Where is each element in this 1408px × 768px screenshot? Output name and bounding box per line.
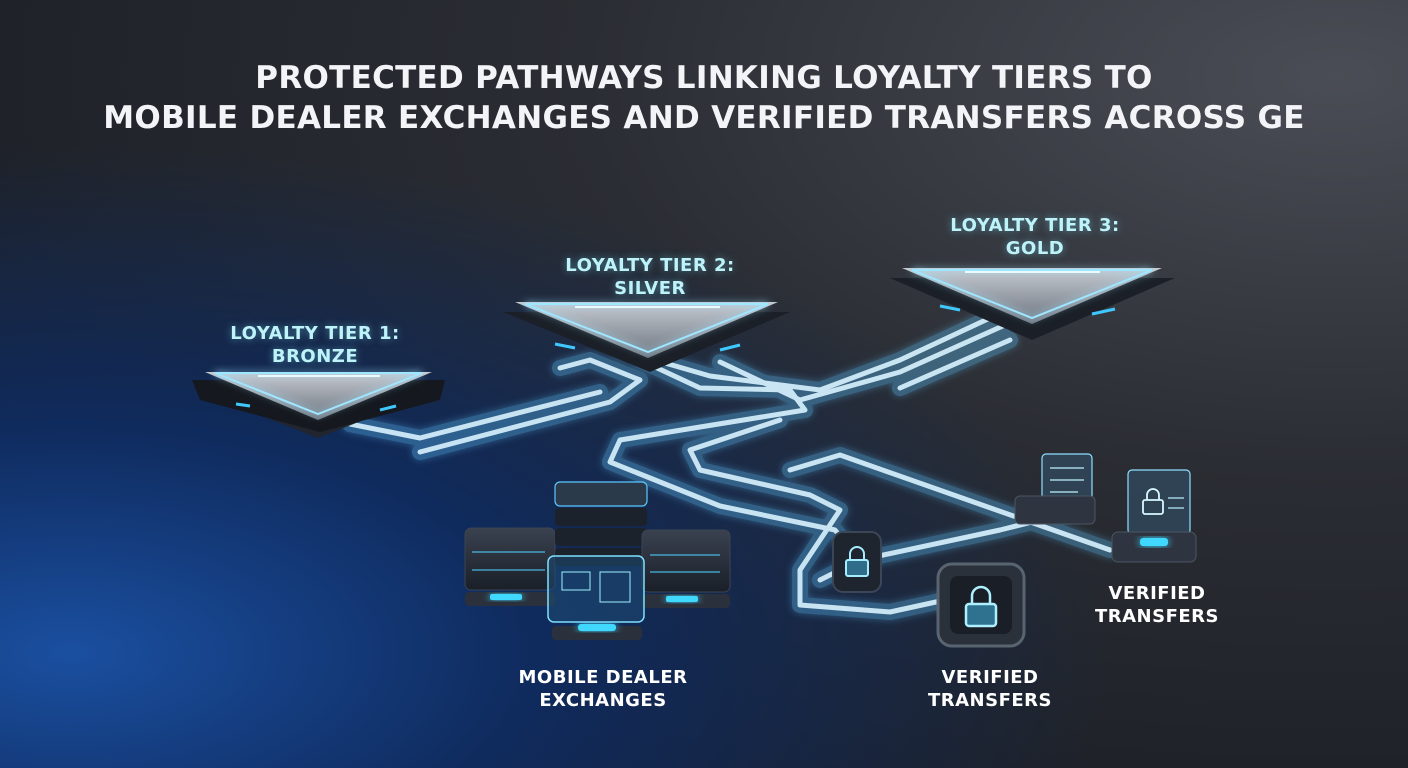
- verified-transfers-center-label: VERIFIED TRANSFERS: [895, 666, 1085, 712]
- verified-center-line2: TRANSFERS: [927, 690, 1052, 711]
- title-line-1: PROTECTED PATHWAYS LINKING LOYALTY TIERS…: [255, 60, 1153, 96]
- lock-icon: [845, 546, 869, 577]
- dealer-exchanges-label: MOBILE DEALER EXCHANGES: [498, 666, 708, 712]
- tier-2-label-line2: SILVER: [614, 278, 686, 299]
- lock-module: [832, 531, 882, 593]
- diagram-title: PROTECTED PATHWAYS LINKING LOYALTY TIERS…: [0, 58, 1408, 138]
- document-lock-icon: [1111, 469, 1197, 563]
- dealer-exchange-cluster: [464, 481, 731, 640]
- verified-transfers-right-label: VERIFIED TRANSFERS: [1062, 582, 1252, 628]
- lock-icon: [964, 585, 998, 628]
- lock-icon: [1142, 488, 1164, 515]
- tier-3-label: LOYALTY TIER 3: GOLD: [930, 214, 1140, 260]
- server-icon: [554, 481, 648, 566]
- verified-right-line2: TRANSFERS: [1094, 606, 1219, 627]
- tier-1-platform: [192, 372, 445, 438]
- tier-3-platform: [890, 268, 1175, 340]
- tier-3-label-line1: LOYALTY TIER 3:: [950, 215, 1120, 236]
- tier-1-label-line1: LOYALTY TIER 1:: [230, 323, 400, 344]
- dealer-label-line2: EXCHANGES: [539, 690, 667, 711]
- document-lock-icon: [1014, 453, 1096, 525]
- exchange-cube: [547, 555, 645, 640]
- dealer-label-line1: MOBILE DEALER: [518, 667, 688, 688]
- tier-1-label: LOYALTY TIER 1: BRONZE: [210, 322, 420, 368]
- tier-2-label-line1: LOYALTY TIER 2:: [565, 255, 735, 276]
- tier-2-platform: [503, 302, 790, 372]
- verified-right-line1: VERIFIED: [1108, 583, 1206, 604]
- verified-transfer-lock-module: [936, 562, 1026, 648]
- verified-center-line1: VERIFIED: [941, 667, 1039, 688]
- tier-3-label-line2: GOLD: [1005, 238, 1065, 259]
- server-icon: [641, 529, 731, 608]
- tier-1-label-line2: BRONZE: [271, 346, 359, 367]
- tier-2-label: LOYALTY TIER 2: SILVER: [545, 254, 755, 300]
- title-line-2: MOBILE DEALER EXCHANGES AND VERIFIED TRA…: [103, 100, 1305, 136]
- server-icon: [464, 527, 556, 606]
